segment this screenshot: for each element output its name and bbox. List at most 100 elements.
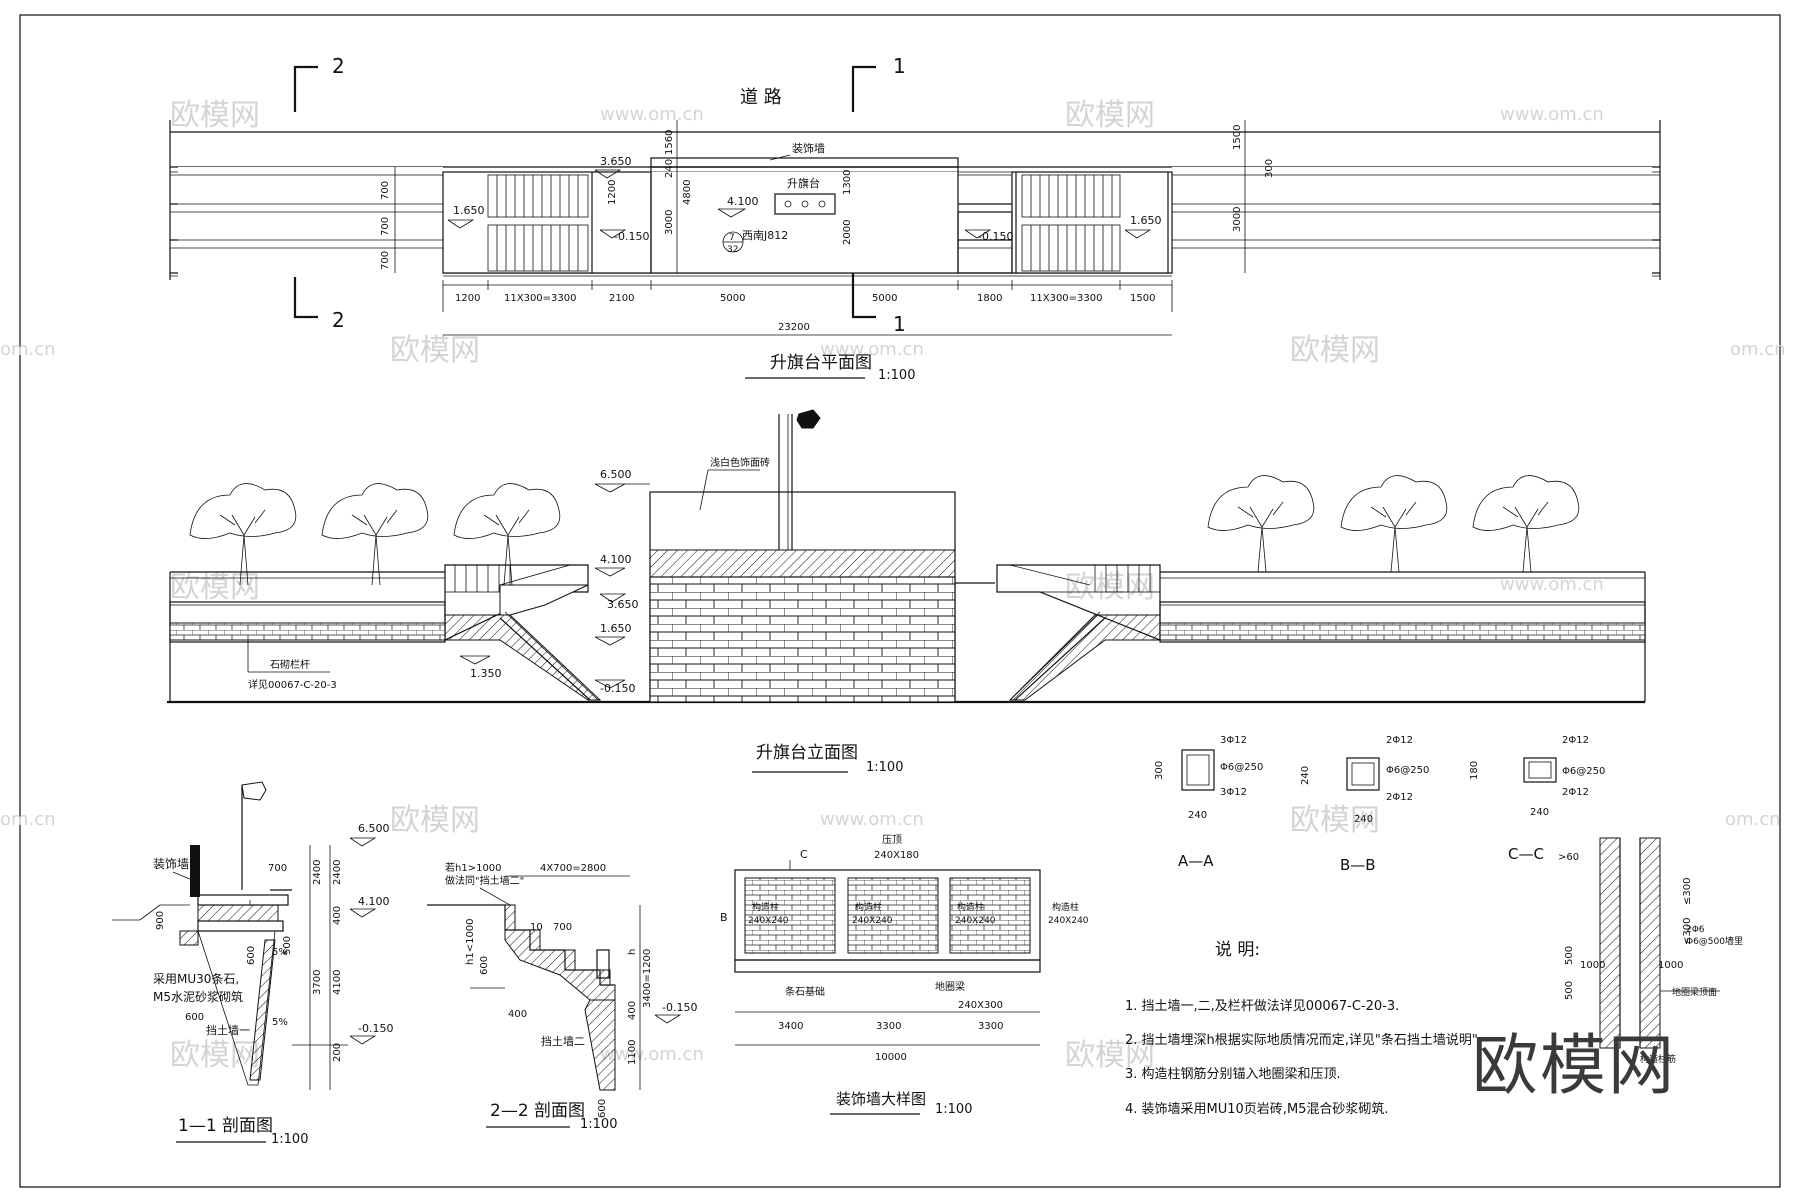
plan-scale: 1:100 [878, 368, 915, 383]
svg-text:构造柱: 构造柱 [855, 901, 882, 913]
svg-text:-0.150: -0.150 [600, 682, 635, 695]
ref-label: 西南J812 [742, 229, 788, 242]
tree-icon [321, 483, 429, 586]
watermark-cn: 欧模网 [390, 803, 480, 838]
svg-text:700: 700 [553, 922, 572, 933]
plan-title: 升旗台平面图 [770, 353, 872, 373]
stair-lines-left [496, 175, 579, 271]
svg-text:1200: 1200 [607, 180, 618, 205]
svg-text:Φ6@250: Φ6@250 [1386, 765, 1429, 776]
section-2-2: 若h1>1000 做法同"挡土墙二" 4X700=2800 h1<1000 10… [427, 861, 697, 1132]
note-item: 2. 挡土墙埋深h根据实际地质情况而定,详见"条石挡土墙说明". [1125, 1032, 1482, 1048]
watermark-cn: 欧模网 [1065, 98, 1155, 133]
wall-detail-scale: 1:100 [935, 1102, 972, 1117]
detail-cc-title: C—C [1508, 845, 1544, 863]
deco-wall-label: 装饰墙 [792, 141, 825, 155]
svg-text:B: B [720, 911, 728, 924]
svg-text:10: 10 [530, 922, 543, 933]
svg-text:2Φ12: 2Φ12 [1562, 735, 1589, 746]
plan-total-dim: 23200 [778, 322, 810, 333]
road-label: 道 路 [740, 87, 782, 108]
svg-text:10000: 10000 [875, 1052, 907, 1063]
svg-text:3Φ12: 3Φ12 [1220, 735, 1247, 746]
anchor-detail: >60 500 500 1000 1000 ≤300 ≤300 2Φ6 Φ6@5… [1558, 837, 1743, 1065]
svg-text:240X240: 240X240 [748, 916, 789, 926]
section-label-2: 2 [332, 308, 345, 332]
svg-text:700: 700 [268, 863, 287, 874]
tree-icon [453, 483, 561, 586]
tree-icon [189, 483, 297, 586]
svg-text:5000: 5000 [720, 293, 745, 304]
svg-text:做法同"挡土墙二": 做法同"挡土墙二" [445, 874, 524, 887]
svg-text:240: 240 [1300, 766, 1311, 785]
svg-text:1000: 1000 [1580, 960, 1605, 971]
facing-label: 浅白色饰面砖 [710, 456, 770, 469]
watermark-url: www.om.cn [1500, 574, 1604, 595]
material-note-2: M5水泥砂浆砌筑 [153, 989, 243, 1004]
svg-text:240X240: 240X240 [1048, 916, 1089, 926]
notes-heading: 说 明: [1215, 940, 1260, 960]
svg-text:4.100: 4.100 [358, 895, 390, 908]
svg-text:32: 32 [727, 245, 738, 255]
svg-text:1100: 1100 [627, 1040, 638, 1065]
elevation-scale: 1:100 [866, 760, 903, 775]
svg-text:3300: 3300 [978, 1021, 1003, 1032]
section-1-1-scale: 1:100 [271, 1132, 308, 1147]
svg-text:5%: 5% [272, 947, 288, 958]
svg-text:300: 300 [1264, 159, 1275, 178]
svg-text:600: 600 [246, 946, 257, 965]
watermark-url: www.om.cn [820, 339, 924, 360]
watermark-url: www.om.cn [1500, 104, 1604, 125]
svg-text:1.650: 1.650 [1130, 214, 1162, 227]
svg-text:2400: 2400 [312, 860, 323, 885]
svg-text:3300: 3300 [876, 1021, 901, 1032]
plan-view: 2 2 1 1 道 路 [169, 54, 1661, 383]
svg-text:700: 700 [380, 251, 391, 270]
section-label-1: 1 [893, 312, 906, 336]
detail-aa-title: A—A [1178, 852, 1214, 870]
elevation-view: 浅白色饰面砖 6.500 4.100 3.650 1.650 -0.150 1.… [167, 409, 1646, 775]
watermarks: 欧模网 www.om.cn 欧模网 www.om.cn om.cn 欧模网 ww… [0, 98, 1786, 1073]
svg-text:5%: 5% [272, 1017, 288, 1028]
svg-text:1.350: 1.350 [470, 667, 502, 680]
note-item: 3. 构造柱钢筋分别锚入地圈梁和压顶. [1125, 1066, 1341, 1082]
svg-text:2Φ12: 2Φ12 [1562, 787, 1589, 798]
notes: 说 明: 1. 挡土墙一,二,及栏杆做法详见00067-C-20-3. 2. 挡… [1125, 940, 1482, 1117]
svg-text:4800: 4800 [682, 180, 693, 205]
svg-text:700: 700 [380, 181, 391, 200]
tree-icon [1472, 475, 1580, 573]
section-1-1-title: 1—1 剖面图 [178, 1116, 273, 1136]
svg-text:4.100: 4.100 [600, 553, 632, 566]
tree-icon [1207, 475, 1315, 573]
watermark-cn: 欧模网 [1065, 1038, 1155, 1073]
retaining-wall-label: 挡土墙一 [206, 1023, 250, 1037]
svg-text:1000: 1000 [1658, 960, 1683, 971]
plan-dim-ticks [442, 280, 1173, 312]
svg-text:240: 240 [1354, 814, 1373, 825]
section-marker-2-bottom [293, 272, 318, 319]
watermark-cn: 欧模网 [1290, 803, 1380, 838]
svg-text:240: 240 [1188, 810, 1207, 821]
svg-text:C: C [800, 848, 808, 861]
svg-text:压顶: 压顶 [882, 834, 902, 846]
wall-detail: C B 压顶 240X180 构造柱 240X240 构造柱 240X240 构… [720, 834, 1089, 1117]
sheet-border [19, 14, 1781, 1188]
svg-text:6.500: 6.500 [358, 822, 390, 835]
retaining-wall-2-label: 挡土墙二 [541, 1034, 585, 1048]
svg-text:600: 600 [597, 1099, 608, 1118]
svg-text:构造柱筋: 构造柱筋 [1640, 1053, 1676, 1065]
svg-text:900: 900 [155, 911, 166, 930]
section-marker-1-top [851, 65, 876, 112]
svg-text:5000: 5000 [872, 293, 897, 304]
svg-text:-0.150: -0.150 [614, 230, 649, 243]
svg-text:700: 700 [380, 217, 391, 236]
svg-text:1800: 1800 [977, 293, 1002, 304]
svg-text:≤300: ≤300 [1682, 918, 1693, 945]
svg-text:240: 240 [1530, 807, 1549, 818]
watermark-url: om.cn [1730, 339, 1786, 360]
svg-text:2100: 2100 [609, 293, 634, 304]
svg-text:1560: 1560 [664, 130, 675, 155]
elevation-title: 升旗台立面图 [756, 743, 858, 763]
svg-text:3000: 3000 [664, 210, 675, 235]
